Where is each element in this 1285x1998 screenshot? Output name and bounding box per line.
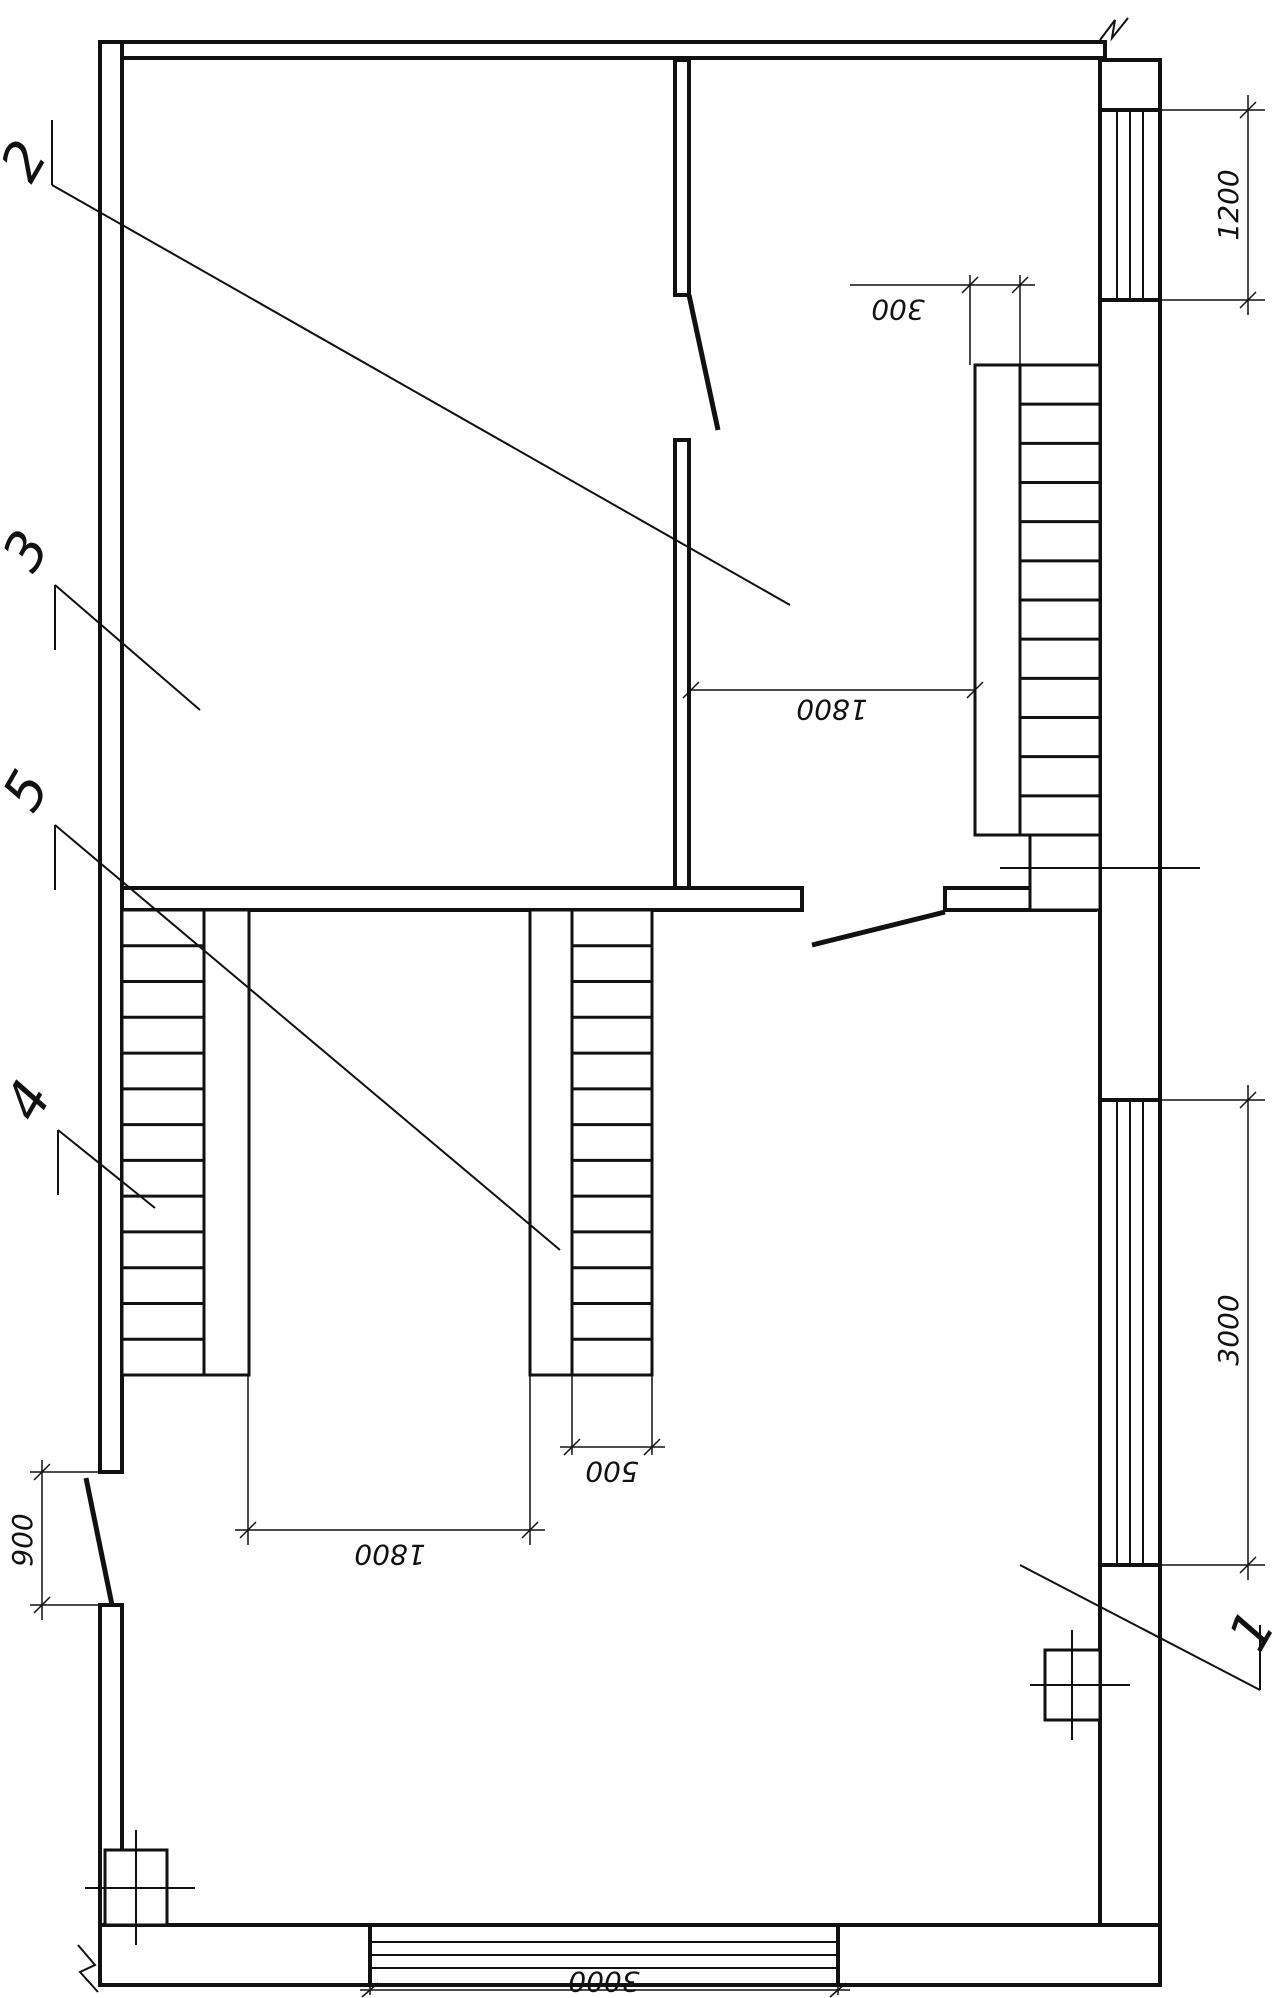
room-label-5: 5 — [0, 760, 62, 821]
dim-shelf-depth-bottom: 500 — [585, 1455, 638, 1488]
rack-left-board — [202, 908, 251, 1377]
dim-door-left: 900 — [6, 1513, 39, 1566]
break-mark-top-right — [1099, 17, 1129, 42]
rack-middle — [528, 908, 654, 1377]
right-wall-top — [1098, 58, 1162, 112]
leader-lines — [51, 120, 1261, 1691]
window-top-right — [1098, 108, 1162, 302]
top-wall — [98, 40, 1107, 60]
break-mark-bottom-left — [77, 1944, 99, 1993]
right-wall-middle — [1098, 298, 1162, 1102]
rack-middle-frame — [570, 908, 654, 1377]
dim-aisle-right: 1800 — [796, 693, 867, 726]
rack-left — [120, 908, 251, 1377]
dimension-lines — [30, 95, 1265, 1998]
dim-window-bottom: 3000 — [568, 1965, 639, 1998]
room-label-2: 2 — [0, 130, 60, 191]
window-right — [1098, 1098, 1162, 1567]
room-label-1: 1 — [1216, 1600, 1285, 1661]
room-label-4: 4 — [0, 1070, 64, 1131]
right-wall-bottom — [1098, 1563, 1162, 1987]
rack-top-right-board — [973, 363, 1022, 837]
dim-window-top: 1200 — [1212, 169, 1245, 240]
window-bottom — [368, 1923, 840, 1987]
outer-walls — [98, 40, 1162, 1987]
column-small-right — [1028, 833, 1102, 912]
doors — [83, 294, 946, 1606]
dim-aisle-bottom: 1800 — [354, 1538, 425, 1571]
partition-lower — [673, 438, 691, 892]
room-label-3: 3 — [0, 520, 62, 581]
partition-upper — [673, 58, 691, 297]
columns — [85, 833, 1200, 1945]
bottom-wall-left — [98, 1923, 372, 1987]
partition-horizontal — [120, 886, 804, 912]
dim-shelf-depth-top: 300 — [871, 293, 924, 326]
bottom-wall-right — [836, 1923, 1162, 1987]
rack-top-right — [973, 363, 1102, 837]
rack-left-frame — [120, 908, 206, 1377]
interior-walls — [120, 58, 1097, 912]
dim-window-right: 3000 — [1212, 1294, 1245, 1365]
door-leaf-storage — [811, 909, 946, 948]
rack-middle-board — [528, 908, 574, 1377]
door-leaf-entrance — [83, 1477, 115, 1606]
break-symbols — [77, 17, 1129, 1993]
left-wall-upper — [98, 40, 124, 1474]
door-leaf-partition — [686, 294, 721, 431]
